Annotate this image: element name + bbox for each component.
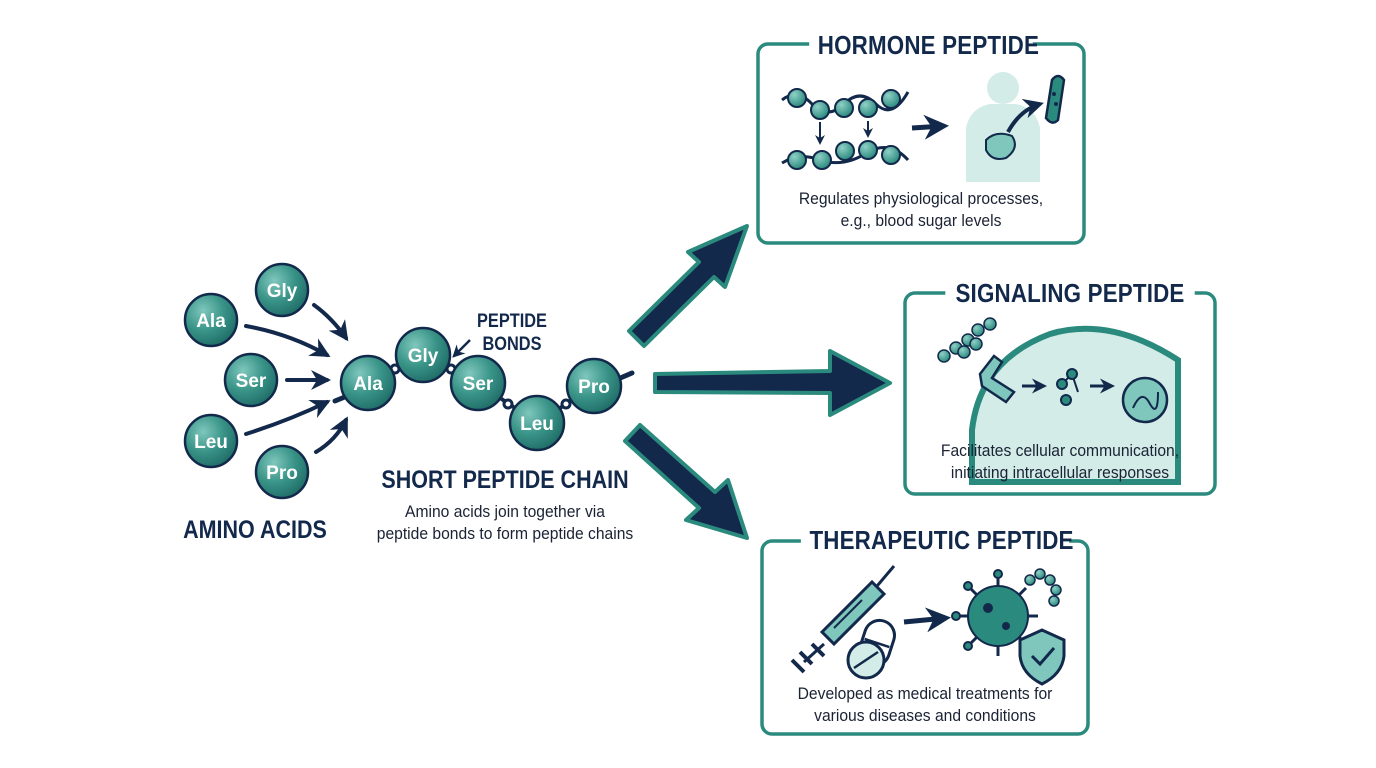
signal-cascade-icon	[1056, 368, 1079, 406]
peptide-bond-pointer	[452, 339, 471, 358]
amino-acids-title: AMINO ACIDS	[183, 516, 327, 544]
therapeutic-card-text-line1: Developed as medical treatments for	[797, 684, 1053, 703]
arrow-gly	[312, 303, 349, 342]
amino-acid-beads: Ala Gly Ser Leu Pro	[183, 262, 310, 500]
amino-acid-ser: Ser	[223, 352, 279, 408]
nucleus-icon	[1121, 376, 1169, 424]
syringe-icon	[790, 565, 896, 674]
peptide-chain-small	[1024, 568, 1062, 607]
pill-icon	[846, 618, 896, 680]
signaling-card-text-line2: initiating intracellular responses	[950, 463, 1170, 482]
arrow-to-signaling	[653, 349, 892, 417]
hormone-chain-top	[781, 88, 910, 120]
chain-residue-pro: Pro	[565, 357, 623, 415]
therapeutic-card-text-line2: various diseases and conditions	[814, 706, 1036, 725]
amino-acid-label: Gly	[267, 281, 298, 302]
amino-acid-label: Pro	[266, 463, 298, 484]
chain-residue-leu: Leu	[508, 394, 566, 452]
amino-acid-pro: Pro	[254, 444, 310, 500]
therapeutic-card-title: THERAPEUTIC PEPTIDE	[800, 525, 1073, 556]
amino-acid-ala: Ala	[183, 292, 239, 348]
hormone-illustration	[781, 72, 1066, 182]
big-arrows	[623, 224, 892, 540]
amino-acid-leu: Leu	[183, 413, 239, 469]
amino-acid-gly: Gly	[254, 262, 310, 318]
chain-residue-label: Gly	[408, 346, 439, 367]
peptide-chain: Ala Gly Ser Leu Pro	[332, 326, 635, 452]
therapeutic-illustration	[790, 565, 1066, 686]
hormone-chain-bottom	[781, 140, 910, 170]
chain-title: SHORT PEPTIDE CHAIN	[381, 466, 629, 494]
arrow-to-hormone	[627, 224, 749, 348]
chain-residue-label: Ala	[353, 374, 383, 395]
chain-residue-ala: Ala	[339, 354, 397, 412]
signaling-card-title: SIGNALING PEPTIDE	[945, 278, 1195, 309]
receptor-icon	[978, 354, 1016, 404]
converging-arrows	[244, 303, 349, 454]
signal-peptide-chain	[937, 317, 997, 363]
signaling-illustration	[937, 317, 1181, 485]
peptide-bonds-label-line2: BONDS	[482, 334, 542, 355]
chain-description-line2: peptide bonds to form peptide chains	[376, 524, 634, 543]
arrow-leu	[244, 400, 331, 436]
virus-icon	[951, 569, 1038, 656]
amino-acid-label: Leu	[194, 432, 228, 453]
amino-acid-label: Ala	[196, 311, 226, 332]
hormone-card-text-line2: e.g., blood sugar levels	[840, 211, 1002, 230]
chain-residue-label: Ser	[463, 374, 494, 395]
hormone-arrow	[911, 114, 949, 140]
cell-membrane	[969, 325, 1181, 485]
hormone-card-title: HORMONE PEPTIDE	[809, 30, 1039, 61]
therapeutic-arrow	[903, 607, 951, 633]
chain-residue-label: Pro	[578, 377, 610, 398]
human-body-icon	[966, 72, 1066, 182]
chain-residue-ser: Ser	[449, 354, 507, 412]
arrow-ala	[244, 324, 331, 357]
chain-description-line1: Amino acids join together via	[405, 502, 605, 521]
peptide-bonds-label-line1: PEPTIDE	[477, 311, 547, 332]
arrow-pro	[314, 416, 348, 454]
amino-acid-label: Ser	[236, 371, 267, 392]
hormone-card-text-line1: Regulates physiological processes,	[798, 189, 1044, 208]
chain-residue-gly: Gly	[394, 326, 452, 384]
arrow-to-therapeutic	[623, 423, 749, 540]
signaling-card-text-line1: Facilitates cellular communication,	[940, 441, 1180, 460]
chain-residue-label: Leu	[520, 414, 554, 435]
shield-check-icon	[1018, 628, 1066, 686]
